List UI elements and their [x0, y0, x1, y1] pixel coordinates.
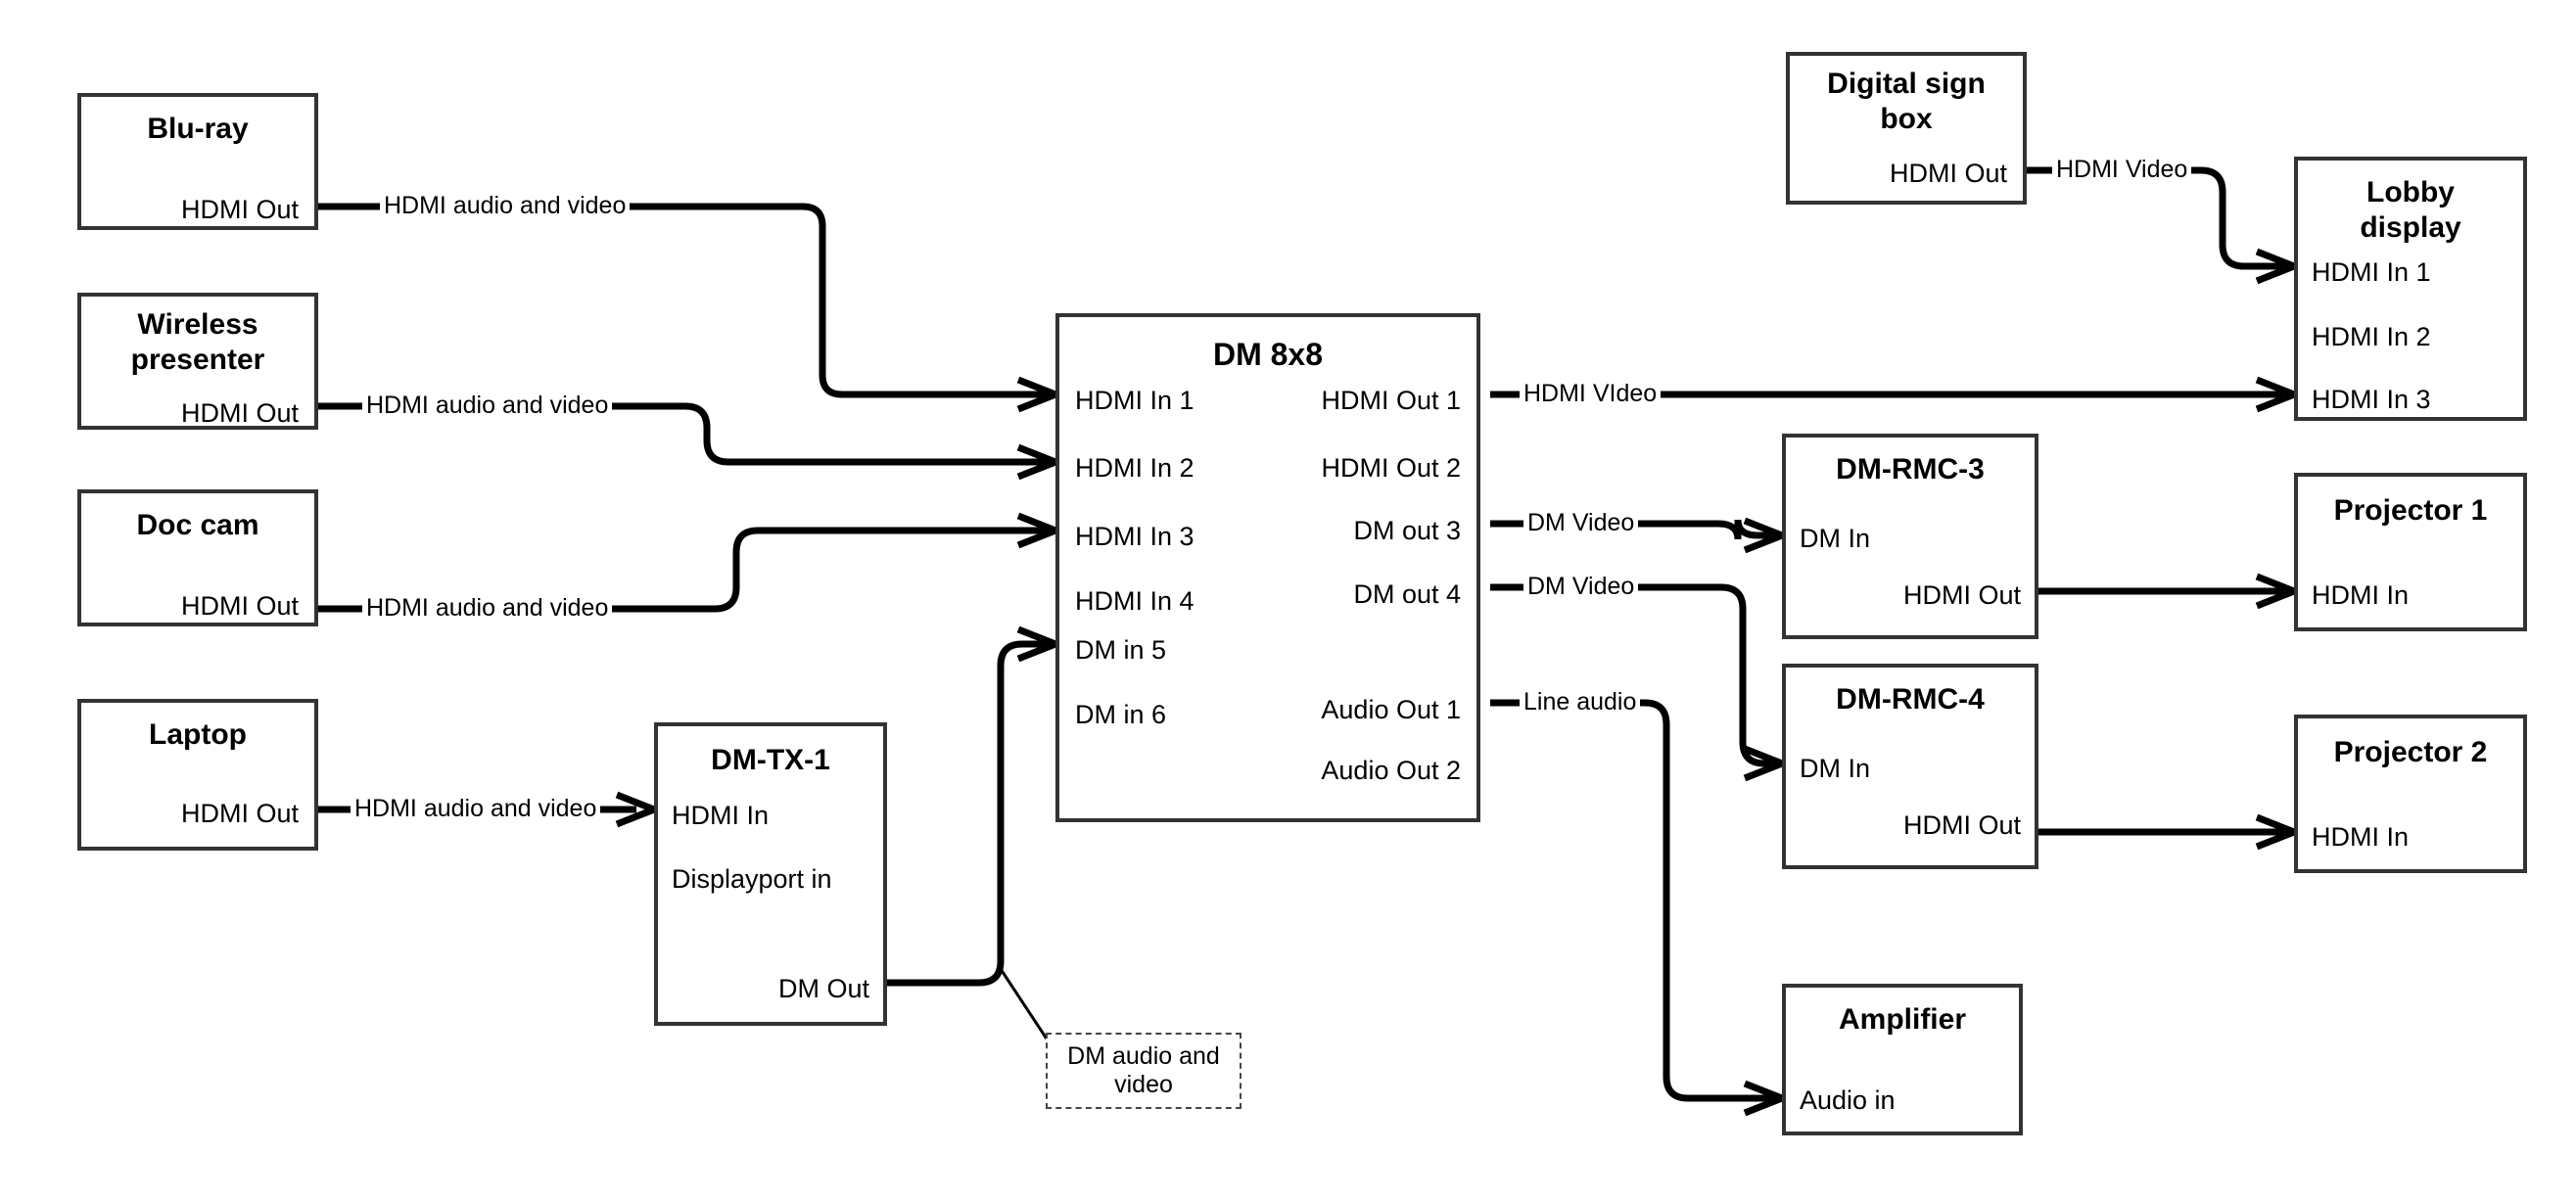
link-label-dm-out4-to-dmrmc4: DM Video	[1523, 575, 1639, 599]
device-dm-8x8-output-audio-out-2: Audio Out 2	[1321, 756, 1461, 785]
device-amplifier[interactable]: Amplifier Audio in	[1782, 984, 2023, 1135]
wire-audioout1-to-amplifier	[1490, 699, 1772, 1102]
device-dm-rmc-3-port-hdmi-out: HDMI Out	[1902, 580, 2021, 610]
device-dm-8x8-input-hdmi-in-3: HDMI In 3	[1075, 522, 1194, 551]
device-laptop-title: Laptop	[149, 718, 247, 751]
annotation-dm-audio-and-video-line2: video	[1114, 1071, 1173, 1098]
device-dm-rmc-4-port-dm-in: DM In	[1800, 754, 1871, 783]
device-dm-8x8-input-hdmi-in-1: HDMI In 1	[1075, 386, 1194, 415]
arrowhead-dm-hdmi-in-1	[1016, 376, 1065, 413]
arrowhead-amplifier-audio-in	[1743, 1080, 1792, 1117]
device-dm-rmc-4-port-hdmi-out: HDMI Out	[1902, 810, 2021, 840]
device-dm-8x8-output-hdmi-out-1: HDMI Out 1	[1321, 386, 1461, 415]
device-dm-8x8-output-hdmi-out-2: HDMI Out 2	[1321, 453, 1461, 483]
device-projector-1-port-hdmi-in: HDMI In	[2312, 580, 2410, 610]
device-digital-sign-box[interactable]: Digital sign box HDMI Out	[1786, 52, 2027, 205]
annotation-dm-audio-and-video-line1: DM audio and	[1067, 1041, 1220, 1070]
arrowhead-lobby-hdmi-in-1	[2255, 248, 2304, 285]
device-dm-tx-1-port-dm-out: DM Out	[777, 974, 869, 1003]
device-lobby-display-title-line1: Lobby	[2366, 176, 2455, 208]
device-projector-2-title: Projector 2	[2333, 736, 2488, 768]
arrowhead-dmtx1-hdmi-in	[615, 791, 664, 828]
device-dm-8x8-output-audio-out-1: Audio Out 1	[1321, 695, 1461, 724]
device-projector-2-port-hdmi-in: HDMI In	[2312, 822, 2410, 852]
link-label-bluray-to-dm: HDMI audio and video	[380, 194, 631, 218]
device-lobby-display[interactable]: Lobby display HDMI In 1 HDMI In 2 HDMI I…	[2294, 157, 2527, 421]
arrowhead-projector1-hdmi-in	[2255, 573, 2304, 610]
device-digital-sign-box-port-hdmi-out: HDMI Out	[1889, 159, 2007, 188]
device-dm-rmc-3-port-dm-in: DM In	[1800, 524, 1871, 553]
device-doc-cam-port-hdmi-out: HDMI Out	[180, 591, 299, 621]
wire-digitalsign-to-lobby-hdmi-in-1	[2027, 166, 2284, 270]
device-dm-tx-1[interactable]: DM-TX-1 HDMI In Displayport in DM Out	[654, 722, 887, 1026]
device-wireless-presenter[interactable]: Wireless presenter HDMI Out	[77, 293, 318, 430]
device-bluray[interactable]: Blu-ray HDMI Out	[77, 93, 318, 230]
device-dm-tx-1-title: DM-TX-1	[711, 744, 830, 776]
arrowhead-dm-hdmi-in-3	[1016, 512, 1065, 549]
device-bluray-port-hdmi-out: HDMI Out	[180, 195, 299, 224]
device-projector-1-title: Projector 1	[2333, 494, 2488, 527]
link-label-dm-hdmiout1-to-lobby: HDMI VIdeo	[1520, 382, 1662, 406]
arrowhead-dm-in-5	[1016, 625, 1065, 663]
wire-dmtx1-to-dm-in-5	[887, 640, 1046, 987]
device-digital-sign-box-title-line1: Digital sign	[1827, 68, 1986, 100]
device-lobby-display-port-hdmi-in-3: HDMI In 3	[2312, 385, 2431, 414]
device-dm-8x8-input-hdmi-in-4: HDMI In 4	[1075, 586, 1194, 616]
arrowhead-dmrmc4-dm-in	[1743, 745, 1792, 782]
link-label-doccam-to-dm: HDMI audio and video	[362, 596, 613, 621]
device-laptop[interactable]: Laptop HDMI Out	[77, 699, 318, 851]
device-lobby-display-port-hdmi-in-2: HDMI In 2	[2312, 322, 2431, 351]
device-amplifier-title: Amplifier	[1838, 1003, 1967, 1036]
link-label-digitalsign-to-lobby: HDMI Video	[2052, 158, 2192, 182]
device-dm-8x8-title: DM 8x8	[1212, 337, 1324, 372]
arrowhead-dm-hdmi-in-2	[1016, 443, 1065, 481]
device-doc-cam-title: Doc cam	[136, 509, 259, 541]
device-dm-8x8-input-hdmi-in-2: HDMI In 2	[1075, 453, 1194, 483]
device-doc-cam[interactable]: Doc cam HDMI Out	[77, 489, 318, 626]
device-lobby-display-title-line2: display	[2360, 211, 2461, 244]
device-wireless-presenter-port-hdmi-out: HDMI Out	[180, 398, 299, 428]
device-wireless-presenter-title-line1: Wireless	[137, 308, 258, 341]
device-dm-tx-1-port-displayport-in: Displayport in	[672, 864, 832, 894]
device-digital-sign-box-title-line2: box	[1880, 103, 1933, 135]
device-dm-rmc-3-title: DM-RMC-3	[1836, 453, 1985, 485]
device-projector-2[interactable]: Projector 2 HDMI In	[2294, 715, 2527, 873]
device-dm-8x8-output-dm-out-3: DM out 3	[1353, 516, 1461, 545]
device-wireless-presenter-title-line2: presenter	[130, 344, 265, 376]
arrowhead-dmrmc3-dm-in	[1743, 517, 1792, 554]
link-label-dm-out3-to-dmrmc3: DM Video	[1523, 511, 1639, 535]
annotation-dm-audio-and-video: DM audio and video	[1046, 1033, 1241, 1109]
link-label-laptop-to-dmtx1: HDMI audio and video	[351, 797, 601, 821]
device-amplifier-port-audio-in: Audio in	[1800, 1086, 1896, 1115]
device-dm-8x8[interactable]: DM 8x8 HDMI In 1 HDMI In 2 HDMI In 3 HDM…	[1055, 313, 1480, 822]
wire-dm-out4-to-dmrmc4	[1490, 583, 1772, 767]
device-bluray-title: Blu-ray	[147, 113, 249, 145]
device-dm-8x8-input-dm-in-6: DM in 6	[1075, 700, 1167, 729]
device-projector-1[interactable]: Projector 1 HDMI In	[2294, 473, 2527, 631]
wire-bluray-to-dm-hdmi-in-1	[318, 203, 1046, 398]
link-label-wireless-to-dm: HDMI audio and video	[362, 393, 613, 418]
arrowhead-projector2-hdmi-in	[2255, 813, 2304, 851]
device-dm-rmc-4[interactable]: DM-RMC-4 DM In HDMI Out	[1782, 664, 2038, 869]
device-dm-rmc-4-title: DM-RMC-4	[1836, 683, 1985, 716]
device-dm-tx-1-port-hdmi-in: HDMI In	[672, 801, 770, 830]
arrowhead-lobby-hdmi-in-3	[2255, 376, 2304, 413]
device-dm-rmc-3[interactable]: DM-RMC-3 DM In HDMI Out	[1782, 434, 2038, 639]
device-laptop-port-hdmi-out: HDMI Out	[180, 799, 299, 828]
device-dm-8x8-output-dm-out-4: DM out 4	[1353, 579, 1461, 609]
device-dm-8x8-input-dm-in-5: DM in 5	[1075, 635, 1167, 665]
link-label-audioout1-to-amplifier: Line audio	[1520, 690, 1641, 715]
device-lobby-display-port-hdmi-in-1: HDMI In 1	[2312, 257, 2431, 287]
